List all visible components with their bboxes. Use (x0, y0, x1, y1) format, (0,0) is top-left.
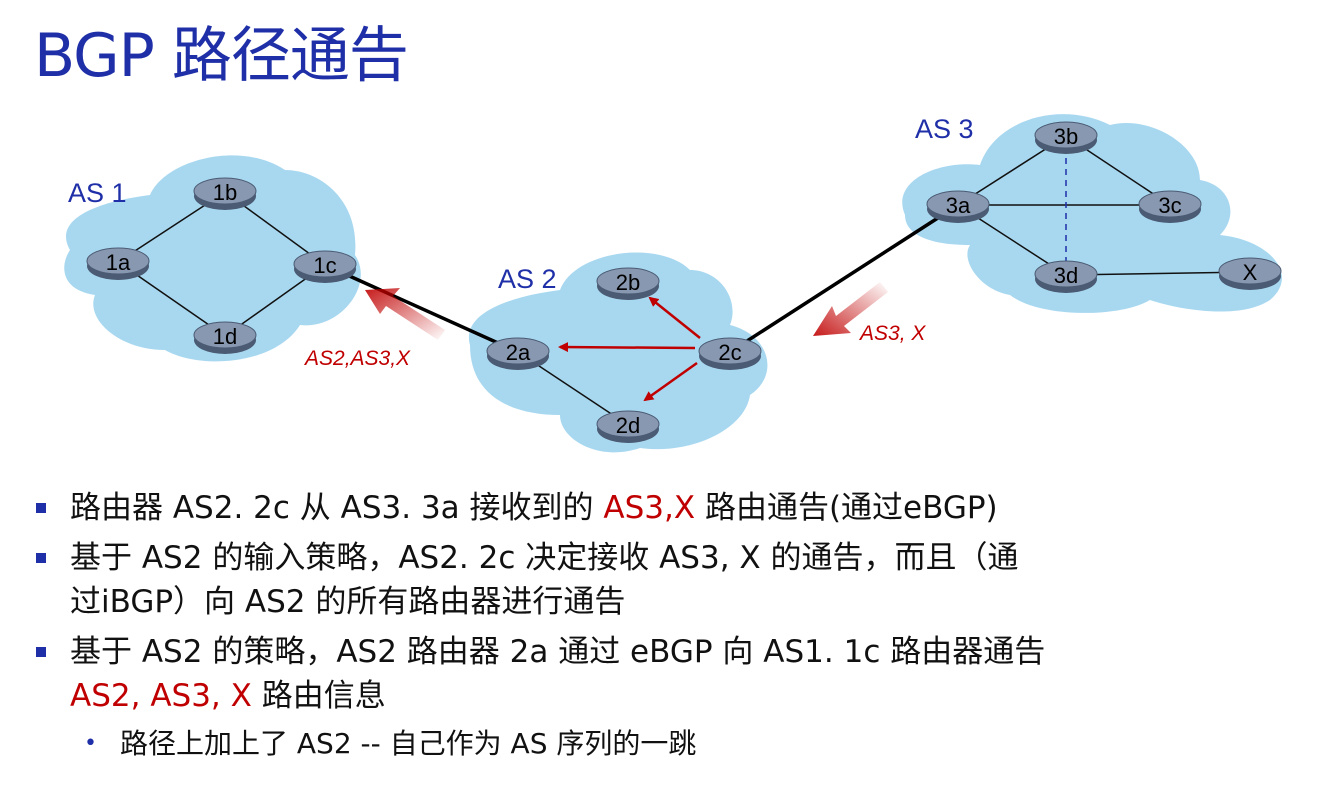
router-1d-label: 1d (213, 324, 237, 349)
square-bullet-icon (36, 647, 46, 657)
router-1c: 1c (293, 250, 357, 283)
bullet-1-red: AS3,X (603, 490, 696, 526)
router-3b: 3b (1034, 121, 1098, 154)
bullet-1-pre: 路由器 AS2. 2c 从 AS3. 3a 接收到的 (70, 490, 604, 526)
ibgp-arrow-2c-2a (558, 342, 696, 353)
square-bullet-icon (36, 553, 46, 563)
router-3d-label: 3d (1054, 263, 1078, 288)
router-2b: 2b (596, 267, 660, 300)
bullet-2-line1: 基于 AS2 的输入策略，AS2. 2c 决定接收 AS3, X 的通告，而且（… (70, 540, 1019, 576)
bullet-item-2: 基于 AS2 的输入策略，AS2. 2c 决定接收 AS3, X 的通告，而且（… (36, 536, 1306, 624)
router-x-label: X (1243, 260, 1258, 285)
sub-bullet-item: • 路径上加上了 AS2 -- 自己作为 AS 序列的一跳 (36, 724, 1306, 764)
as3-label: AS 3 (915, 114, 974, 144)
ebgp-link-2c-3a (729, 203, 959, 354)
sub-bullet-text: 路径上加上了 AS2 -- 自己作为 AS 序列的一跳 (120, 727, 697, 760)
dot-bullet-icon: • (84, 731, 97, 756)
router-2a: 2a (486, 337, 550, 370)
router-3b-label: 3b (1054, 124, 1078, 149)
ibgp-arrow-2c-2d (643, 361, 698, 402)
bullet-2-line2: 过iBGP）向 AS2 的所有路由器进行通告 (70, 584, 626, 620)
router-1c-label: 1c (313, 253, 336, 278)
bullet-item-1: 路由器 AS2. 2c 从 AS3. 3a 接收到的 AS3,X 路由通告(通过… (36, 486, 1306, 530)
router-3c-label: 3c (1158, 193, 1181, 218)
bullet-item-3: 基于 AS2 的策略，AS2 路由器 2a 通过 eBGP 向 AS1. 1c … (36, 630, 1306, 718)
as1-cloud (64, 155, 361, 362)
bullet-list: 路由器 AS2. 2c 从 AS3. 3a 接收到的 AS3,X 路由通告(通过… (36, 486, 1306, 764)
router-3a-label: 3a (946, 193, 971, 218)
page-title: BGP 路径通告 (34, 21, 409, 91)
router-1a: 1a (86, 247, 150, 280)
router-1b: 1b (193, 177, 257, 210)
advert-label-right: AS3, X (858, 322, 926, 345)
router-x: X (1218, 257, 1282, 290)
as2-label: AS 2 (498, 264, 557, 294)
square-bullet-icon (36, 503, 46, 513)
router-1d: 1d (193, 321, 257, 354)
bullet-3-red: AS2, AS3, X (70, 678, 252, 714)
as3-cloud (902, 114, 1282, 313)
bgp-network-diagram: AS 1 AS 2 AS 3 AS2,AS3,X AS3, X 1a (64, 114, 1282, 453)
router-2b-label: 2b (616, 270, 640, 295)
bullet-1-post: 路由通告(通过eBGP) (695, 490, 998, 526)
router-2a-label: 2a (506, 340, 531, 365)
router-2c-label: 2c (718, 340, 741, 365)
as2-cloud (468, 252, 768, 453)
bullet-3-line1: 基于 AS2 的策略，AS2 路由器 2a 通过 eBGP 向 AS1. 1c … (70, 634, 1046, 670)
router-1b-label: 1b (213, 180, 237, 205)
advert-arrow-left (365, 288, 445, 340)
router-2c: 2c (698, 337, 762, 370)
router-3a: 3a (926, 190, 990, 223)
bullet-3-post: 路由信息 (251, 678, 386, 714)
router-3c: 3c (1138, 190, 1202, 223)
ebgp-link-1c-2a (324, 263, 519, 354)
router-2d: 2d (596, 410, 660, 443)
router-2d-label: 2d (616, 413, 640, 438)
advert-arrow-right (813, 282, 888, 336)
ibgp-arrow-2c-2b (648, 296, 701, 339)
as1-label: AS 1 (68, 178, 127, 208)
router-3d: 3d (1034, 260, 1098, 293)
advert-label-left: AS2,AS3,X (303, 347, 411, 370)
router-1a-label: 1a (106, 250, 131, 275)
